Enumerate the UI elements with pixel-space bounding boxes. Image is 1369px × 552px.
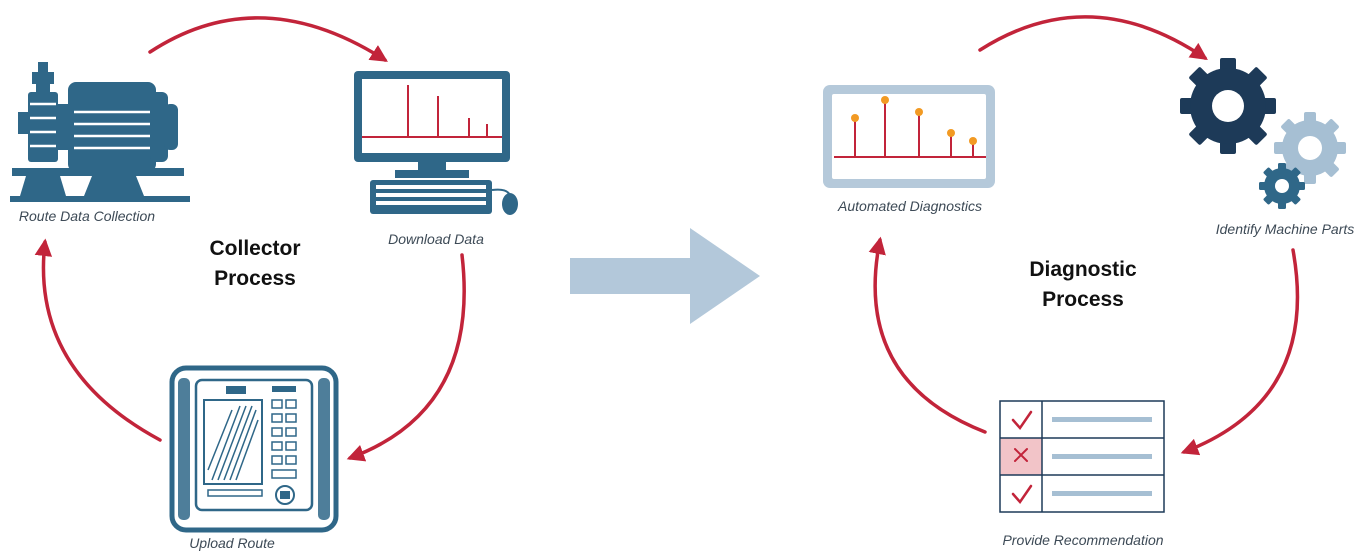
collector-process-title: Collector Process <box>209 234 300 294</box>
diagnostic-process-title: Diagnostic Process <box>1029 255 1136 315</box>
small-gear-icon <box>1259 163 1305 209</box>
desktop-computer-icon <box>354 71 518 215</box>
step-route-data-collection: Route Data Collection <box>18 208 156 224</box>
spectrum-monitor-icon <box>823 85 995 188</box>
collector-title-line1: Collector <box>209 237 301 260</box>
step-download-data: Download Data <box>388 231 484 247</box>
step-automated-diagnostics: Automated Diagnostics <box>838 198 982 214</box>
arrow-download-to-upload <box>346 253 466 462</box>
diagnostic-title-line1: Diagnostic <box>1029 258 1137 281</box>
check-mark-icon <box>1011 484 1033 505</box>
medium-gear-icon <box>1274 112 1346 184</box>
collector-cycle-arrows <box>34 16 466 462</box>
cross-mark-icon <box>1014 448 1028 462</box>
checklist-icon <box>999 400 1165 513</box>
large-gear-icon <box>1180 58 1276 154</box>
step-provide-recommendation: Provide Recommendation <box>1002 532 1164 548</box>
handheld-analyzer-icon <box>169 365 339 533</box>
check-mark-icon <box>1011 410 1033 431</box>
step-identify-machine-parts: Identify Machine Parts <box>1215 221 1355 237</box>
motor-pump-icon <box>10 62 190 202</box>
diagnostic-cycle-arrows <box>868 15 1300 456</box>
flow-arrow-icon <box>570 228 760 324</box>
diagnostic-title-line2: Process <box>1042 288 1124 311</box>
arrow-upload-to-collection <box>34 238 162 442</box>
collector-title-line2: Process <box>214 267 296 290</box>
step-upload-route: Upload Route <box>189 535 275 551</box>
arrow-diagnostics-to-parts <box>978 15 1208 60</box>
arrow-collection-to-download <box>148 16 388 62</box>
arrow-parts-to-recommendation <box>1180 248 1300 456</box>
arrow-recommendation-to-diagnostics <box>868 236 987 434</box>
gears-icon <box>1180 58 1346 209</box>
